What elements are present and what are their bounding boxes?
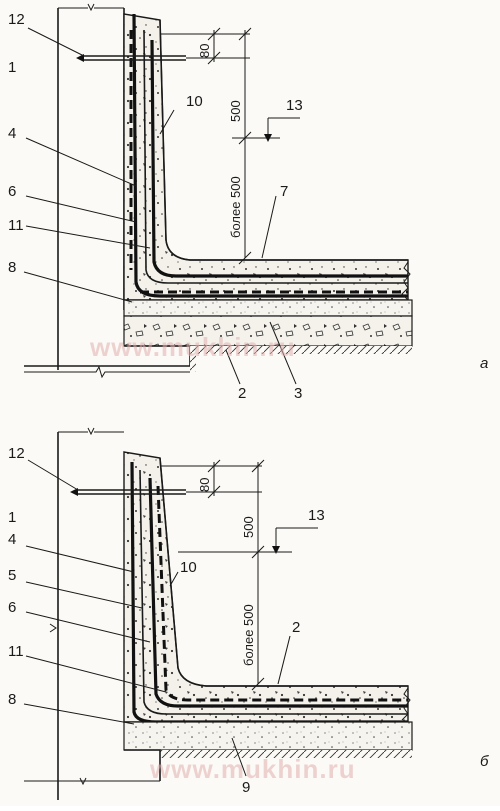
label-10-b: 10 (180, 559, 197, 576)
panel-letter-b: б (480, 753, 489, 770)
label-13-a: 13 (286, 97, 303, 114)
foundation-break (24, 365, 190, 379)
label-6-b: 6 (8, 599, 16, 616)
label-2-a: 2 (238, 385, 246, 402)
watermark-b: www.mukhin.ru (149, 754, 356, 784)
label-10-a: 10 (186, 93, 203, 110)
soil-hatch-b (160, 750, 412, 758)
figure-b: 80 500 более 500 12 13 1 4 10 5 6 2 11 8… (8, 427, 489, 800)
label-1-b: 1 (8, 509, 16, 526)
break-mark (87, 3, 95, 12)
dim-top-a: 80 (197, 44, 212, 58)
figure-a: 80 500 более 500 12 1 10 13 4 6 7 11 8 2… (8, 3, 488, 402)
protective-concrete (123, 13, 409, 301)
dim-bottom-b: более 500 (241, 604, 256, 666)
watermark-a: www.mukhin.ru (89, 332, 296, 362)
screed-layer (123, 299, 413, 317)
soil-hatch (190, 346, 412, 354)
protective-concrete-b (123, 451, 409, 723)
label-9-b: 9 (242, 779, 250, 796)
dim-middle-a: 500 (228, 100, 243, 122)
label-4-b: 4 (8, 531, 16, 548)
label-1-a: 1 (8, 59, 16, 76)
break-line-right (401, 261, 411, 301)
label-13-b: 13 (308, 507, 325, 524)
base-slab-b (123, 721, 413, 751)
label-6-a: 6 (8, 183, 16, 200)
dim-bottom-a: более 500 (228, 176, 243, 238)
label-11-a: 11 (8, 217, 24, 234)
label-12-a: 12 (8, 11, 25, 28)
label-12-b: 12 (8, 445, 25, 462)
dim-middle-b: 500 (241, 516, 256, 538)
label-11-b: 11 (8, 643, 24, 660)
label-7-a: 7 (280, 183, 288, 200)
label-8-b: 8 (8, 691, 16, 708)
label-4-a: 4 (8, 125, 16, 142)
clamping-wall-edge (159, 19, 408, 261)
waterproofing-membrane-inner-b (148, 477, 408, 708)
label-5-b: 5 (8, 567, 16, 584)
waterproofing-layer-inner (143, 29, 408, 284)
dim-top-b: 80 (197, 478, 212, 492)
label-3-a: 3 (294, 385, 302, 402)
waterproofing-membrane-inner (150, 39, 408, 278)
panel-letter-a: а (480, 355, 488, 372)
label-8-a: 8 (8, 259, 16, 276)
label-2-b: 2 (292, 619, 300, 636)
